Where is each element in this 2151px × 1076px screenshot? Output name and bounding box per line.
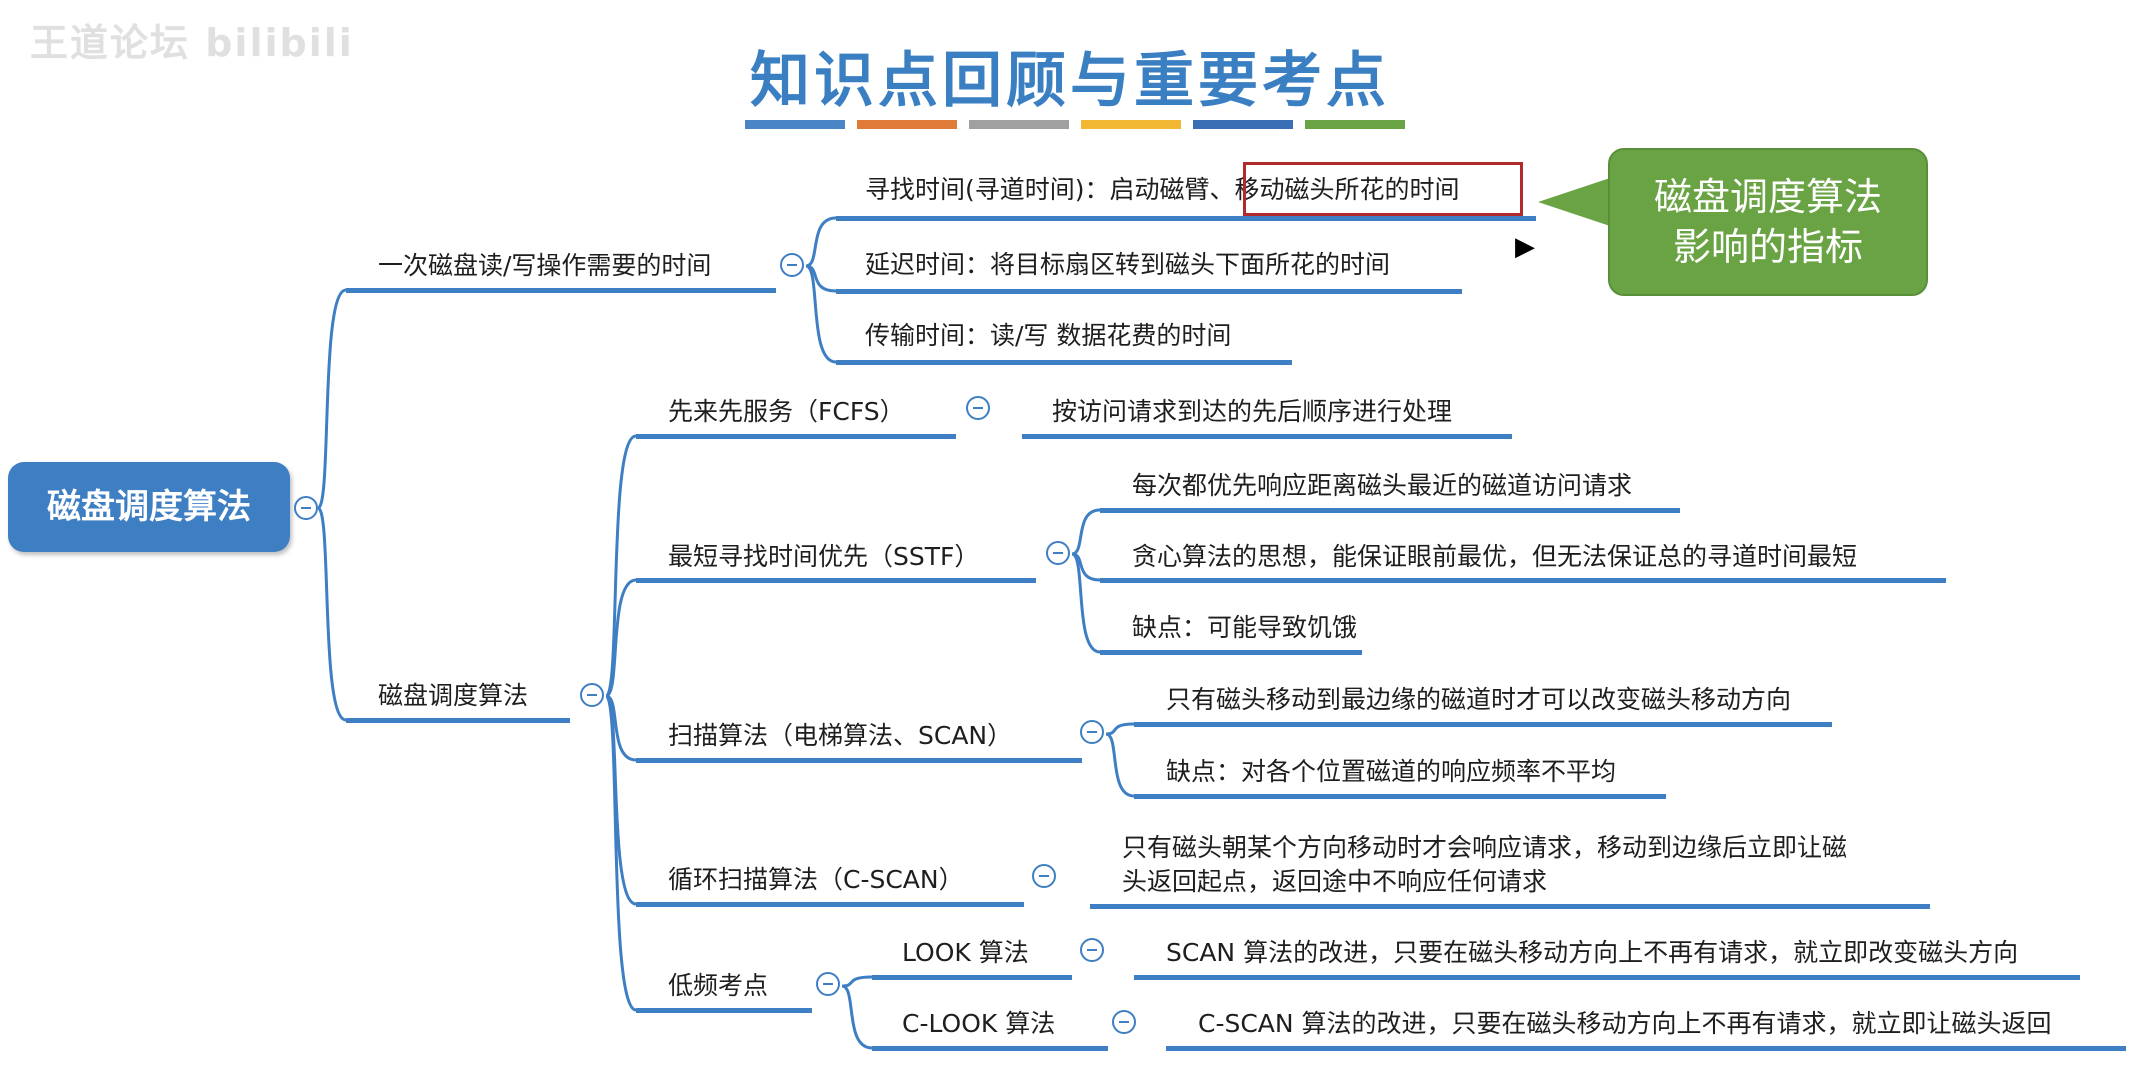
underline (636, 578, 1036, 583)
algo-look[interactable]: LOOK 算法 (902, 938, 1029, 967)
seek-time-highlight: 移动磁头所花的时间 (1234, 175, 1460, 204)
underline (836, 216, 1536, 221)
collapse-scan-icon[interactable] (1080, 720, 1104, 744)
connector-line (316, 288, 347, 510)
collapse-root-icon[interactable] (294, 496, 318, 520)
algo-sstf[interactable]: 最短寻找时间优先（SSTF） (668, 542, 980, 571)
underline (836, 360, 1292, 365)
collapse-look-icon[interactable] (1080, 938, 1104, 962)
connector-line (841, 975, 873, 988)
cscan-detail-2: 头返回起点，返回途中不响应任何请求 (1122, 867, 1548, 896)
underline (1100, 650, 1362, 655)
collapse-branch1-icon[interactable] (780, 253, 804, 277)
callout-pointer (1538, 178, 1610, 226)
underline (1090, 904, 1930, 909)
page-title: 知识点回顾与重要考点 (750, 46, 1390, 116)
underline (1022, 434, 1512, 439)
scan-detail-1: 只有磁头移动到最边缘的磁道时才可以改变磁头移动方向 (1166, 685, 1792, 714)
algo-low-frequency[interactable]: 低频考点 (668, 971, 769, 1000)
underline (636, 1008, 812, 1013)
title-color-bar-3 (969, 120, 1069, 129)
branch-disk-io-time[interactable]: 一次磁盘读/写操作需要的时间 (378, 251, 712, 280)
fcfs-detail: 按访问请求到达的先后顺序进行处理 (1052, 397, 1453, 426)
connector-line (604, 694, 637, 1012)
clook-detail: C-SCAN 算法的改进，只要在磁头移动方向上不再有请求，就立即让磁头返回 (1198, 1009, 2052, 1038)
title-color-bar-5 (1193, 120, 1293, 129)
connector-line (605, 694, 637, 762)
connector-line (316, 506, 347, 722)
transfer-time-node[interactable]: 传输时间：读/写 数据花费的时间 (865, 321, 1232, 350)
root-node[interactable]: 磁盘调度算法 (8, 462, 290, 552)
connector-line (604, 434, 637, 698)
underline (1134, 975, 2080, 980)
title-color-bar-2 (857, 120, 957, 129)
branch-scheduling-algorithms[interactable]: 磁盘调度算法 (378, 681, 529, 710)
collapse-low-frequency-icon[interactable] (816, 972, 840, 996)
underline (836, 289, 1462, 294)
underline (346, 718, 570, 723)
title-color-bar-6 (1305, 120, 1405, 129)
title-color-bar-1 (745, 120, 845, 129)
underline (1100, 578, 1946, 583)
connector-line (1105, 722, 1135, 736)
underline (636, 902, 1024, 907)
underline (346, 288, 776, 293)
collapse-clook-icon[interactable] (1112, 1010, 1136, 1034)
collapse-branch2-icon[interactable] (580, 683, 604, 707)
callout-box: 磁盘调度算法 影响的指标 (1608, 148, 1928, 296)
connector-line (604, 694, 637, 906)
seek-time-node[interactable]: 寻找时间(寻道时间)：启动磁臂、移动磁头所花的时间 (865, 174, 1460, 206)
highlight-box (1243, 162, 1523, 216)
algo-clook[interactable]: C-LOOK 算法 (902, 1009, 1056, 1038)
connector-line (605, 578, 637, 698)
rotational-delay-node[interactable]: 延迟时间：将目标扇区转到磁头下面所花的时间 (865, 250, 1391, 279)
connector-line (805, 264, 837, 364)
underline (872, 975, 1072, 980)
algo-scan[interactable]: 扫描算法（电梯算法、SCAN） (668, 721, 1013, 750)
underline (636, 758, 1082, 763)
connector-line (805, 216, 837, 268)
connector-line (841, 984, 873, 1050)
collapse-fcfs-icon[interactable] (966, 396, 990, 420)
underline (872, 1046, 1108, 1051)
underline (636, 434, 956, 439)
underline (1100, 508, 1680, 513)
sstf-detail-1: 每次都优先响应距离磁头最近的磁道访问请求 (1132, 471, 1633, 500)
underline (1134, 722, 1832, 727)
callout-line1: 磁盘调度算法 (1653, 175, 1882, 219)
collapse-cscan-icon[interactable] (1032, 864, 1056, 888)
collapse-sstf-icon[interactable] (1046, 541, 1070, 565)
scan-detail-2: 缺点：对各个位置磁道的响应频率不平均 (1166, 757, 1617, 786)
underline (1166, 1046, 2126, 1051)
title-color-bar-4 (1081, 120, 1181, 129)
sstf-detail-2: 贪心算法的思想，能保证眼前最优，但无法保证总的寻道时间最短 (1132, 542, 1858, 571)
sstf-detail-3: 缺点：可能导致饥饿 (1132, 613, 1358, 642)
connector-line (1071, 508, 1101, 556)
connector-line (1071, 552, 1101, 654)
watermark: 王道论坛 bilibili (30, 21, 354, 65)
cscan-detail-1: 只有磁头朝某个方向移动时才会响应请求，移动到边缘后立即让磁 (1122, 833, 1848, 862)
algo-fcfs[interactable]: 先来先服务（FCFS） (668, 397, 905, 426)
seek-time-label: 寻找时间(寻道时间)：启动磁臂、 (865, 175, 1235, 204)
look-detail: SCAN 算法的改进，只要在磁头移动方向上不再有请求，就立即改变磁头方向 (1166, 938, 2019, 967)
algo-cscan[interactable]: 循环扫描算法（C-SCAN） (668, 865, 964, 894)
callout-line2: 影响的指标 (1672, 225, 1863, 269)
mouse-cursor-icon: ▶ (1515, 232, 1535, 262)
underline (1134, 794, 1666, 799)
connector-line (1105, 732, 1135, 798)
